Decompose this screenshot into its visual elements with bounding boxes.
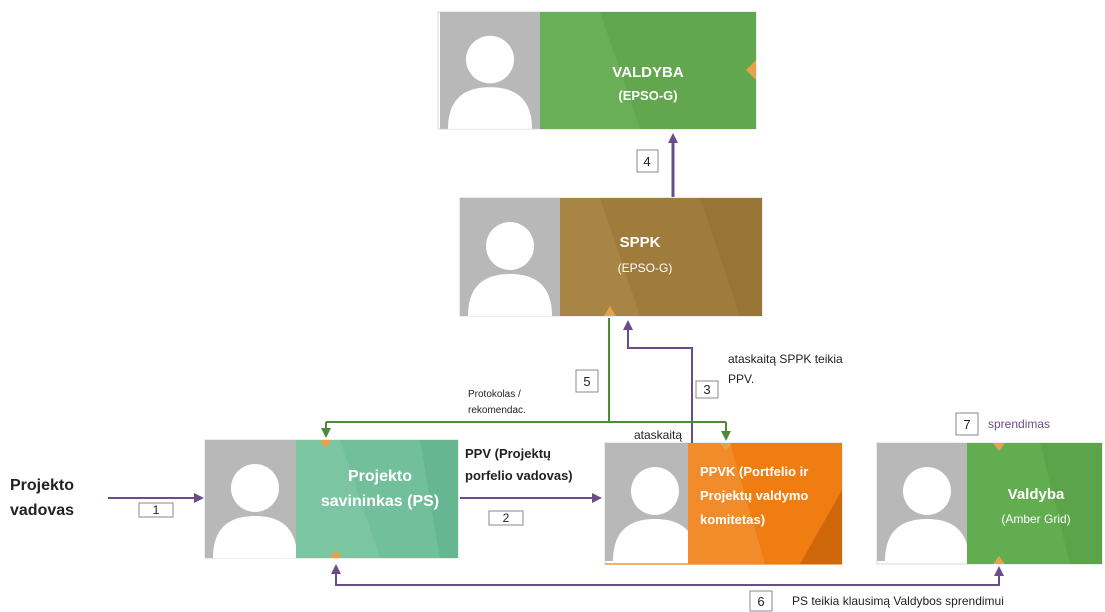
projekto-vadovas-line2: vadovas xyxy=(10,502,74,519)
ps-title-line1: Projekto xyxy=(348,468,412,485)
valdyba-ag-subtitle: (Amber Grid) xyxy=(1001,512,1070,526)
ppvk-title-line1: PPVK (Portfelio ir xyxy=(700,464,808,479)
step-2: 2 xyxy=(488,510,524,526)
arrow-6 xyxy=(335,566,1004,586)
protokolas-line1: Protokolas / xyxy=(468,389,521,400)
protokolas-line2: rekomendac. xyxy=(468,405,526,416)
step-2-number: 2 xyxy=(503,511,510,525)
step-5-number: 5 xyxy=(583,374,590,389)
sprendimas-label: sprendimas xyxy=(988,417,1050,431)
sppk-subtitle: (EPSO-G) xyxy=(618,261,673,275)
step-7: 7 xyxy=(955,412,979,436)
step-3: 3 xyxy=(695,380,719,399)
node-sppk: SPPK (EPSO-G) xyxy=(459,197,763,317)
ataskaita-label: ataskaitą xyxy=(634,428,682,442)
ppvk-title-line2: Projektų valdymo xyxy=(700,488,808,503)
ppvk-title-line3: komitetas) xyxy=(700,512,765,527)
sppk-title: SPPK xyxy=(620,234,661,251)
avatar-icon xyxy=(205,440,305,558)
node-valdyba-ag: Valdyba (Amber Grid) xyxy=(876,442,1103,565)
step-3-number: 3 xyxy=(703,382,710,397)
valdyba-ag-title: Valdyba xyxy=(1008,486,1065,503)
step-4-number: 4 xyxy=(643,154,650,169)
avatar-icon xyxy=(877,443,977,561)
step-1: 1 xyxy=(138,502,174,518)
projekto-vadovas-line1: Projekto xyxy=(10,477,74,494)
step-7-number: 7 xyxy=(963,417,970,432)
step-4: 4 xyxy=(636,149,659,173)
step-6-number: 6 xyxy=(757,594,764,609)
ppv-line1: PPV (Projektų xyxy=(465,446,551,461)
node-ps: Projekto savininkas (PS) xyxy=(204,439,459,559)
ppv-line2: porfelio vadovas) xyxy=(465,468,573,483)
arrow-3 xyxy=(623,320,693,443)
valdyba-epso-title: VALDYBA xyxy=(612,64,684,81)
ps-teikia-label: PS teikia klausimą Valdybos sprendimui xyxy=(792,594,1004,608)
step-5: 5 xyxy=(575,369,599,393)
step-6: 6 xyxy=(749,590,773,612)
valdyba-epso-subtitle: (EPSO-G) xyxy=(618,88,677,103)
ataskaita-sppk-line1: ataskaitą SPPK teikia xyxy=(728,352,843,366)
node-ppvk: PPVK (Portfelio ir Projektų valdymo komi… xyxy=(604,442,843,565)
step-1-number: 1 xyxy=(153,503,160,517)
node-valdyba-epso: VALDYBA (EPSO-G) xyxy=(437,11,757,130)
ataskaita-sppk-line2: PPV. xyxy=(728,372,754,386)
avatar-icon xyxy=(440,12,540,129)
avatar-icon xyxy=(460,198,560,316)
ps-title-line2: savininkas (PS) xyxy=(321,493,439,510)
